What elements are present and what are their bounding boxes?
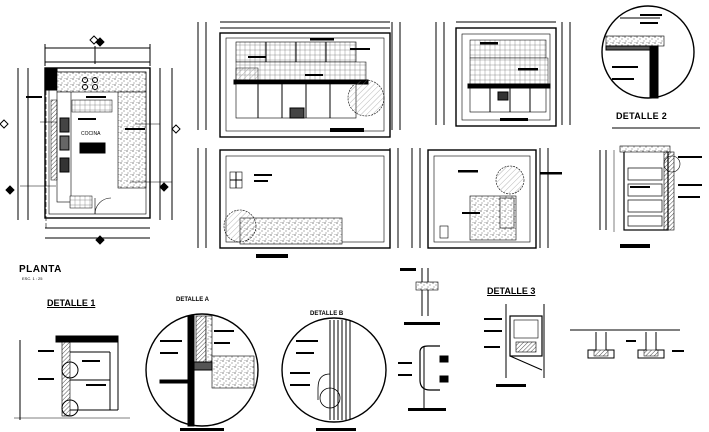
profile-details bbox=[398, 268, 449, 411]
detalle-a-circle bbox=[145, 313, 259, 431]
detalle-2-circle bbox=[601, 5, 695, 99]
elevation-1 bbox=[197, 21, 401, 138]
detalle-1 bbox=[14, 335, 130, 420]
detalle-3 bbox=[484, 304, 545, 387]
elevation-2 bbox=[435, 21, 571, 127]
base-profiles bbox=[570, 329, 684, 359]
detalle-b-title: DETALLE B bbox=[310, 311, 344, 317]
detalle-1-title: DETALLE 1 bbox=[47, 298, 96, 308]
planta-floor-plan bbox=[0, 35, 181, 245]
detalle-a-title: DETALLE A bbox=[176, 297, 209, 303]
detalle-b-circle bbox=[281, 317, 387, 431]
detalle-3-title: DETALLE 3 bbox=[487, 286, 536, 296]
detalle-2-section bbox=[599, 127, 702, 248]
elevation-4 bbox=[411, 148, 562, 249]
planta-title: PLANTA bbox=[19, 264, 62, 275]
detalle-2-title: DETALLE 2 bbox=[616, 111, 668, 121]
cocina-room-label: COCINA bbox=[81, 131, 101, 137]
elevation-3 bbox=[197, 148, 399, 258]
planta-scale: ESC. 1 : 25 bbox=[22, 276, 43, 281]
